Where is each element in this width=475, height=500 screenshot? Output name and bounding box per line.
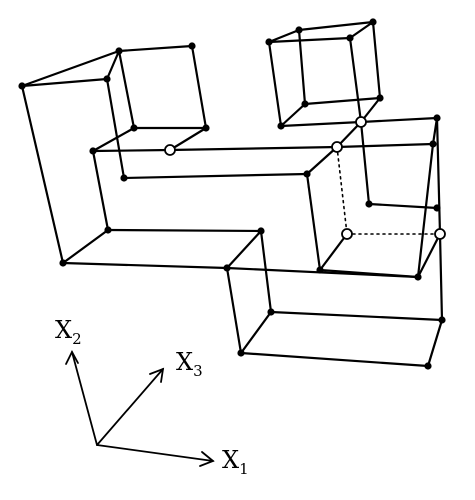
vertex xyxy=(89,147,97,155)
x3-arrowhead xyxy=(149,367,165,383)
vertex xyxy=(414,273,422,281)
x2-arrowhead xyxy=(65,350,79,365)
vertex xyxy=(223,264,231,272)
x1-axis xyxy=(96,444,214,462)
vertex xyxy=(103,75,111,83)
open-vertex xyxy=(331,141,343,153)
x3-axis xyxy=(96,368,164,446)
vertex xyxy=(365,200,373,208)
vertex xyxy=(115,47,123,55)
vertex xyxy=(424,362,432,370)
open-vertex xyxy=(164,144,176,156)
vertex xyxy=(267,308,275,316)
vertex xyxy=(316,266,324,274)
vertex xyxy=(188,42,196,50)
vertex xyxy=(237,349,245,357)
right-box xyxy=(305,116,444,322)
vertex xyxy=(369,18,377,26)
vertex xyxy=(18,82,26,90)
middle-bar xyxy=(122,145,339,180)
top-right-cube xyxy=(267,20,382,128)
open-vertex xyxy=(434,228,446,240)
vertex xyxy=(376,94,384,102)
x3-label: X3 xyxy=(176,348,203,380)
x2-label: X2 xyxy=(55,316,82,348)
open-vertices xyxy=(164,116,446,240)
x1-arrowhead xyxy=(199,451,215,467)
vertex xyxy=(301,100,309,108)
vertex xyxy=(438,316,446,324)
vertex xyxy=(346,34,354,42)
vertex xyxy=(433,204,441,212)
vertex xyxy=(120,174,128,182)
vertex xyxy=(130,124,138,132)
left-box xyxy=(20,44,263,270)
vertex xyxy=(277,122,285,130)
vertex xyxy=(59,259,67,267)
vertex xyxy=(257,227,265,235)
vertex xyxy=(303,170,311,178)
vertex xyxy=(265,38,273,46)
vertex xyxy=(433,114,441,122)
vertex xyxy=(202,124,210,132)
open-vertex xyxy=(341,228,353,240)
x1-label: X1 xyxy=(222,446,249,478)
x2-axis xyxy=(71,351,98,446)
open-vertex xyxy=(355,116,367,128)
vertex xyxy=(104,226,112,234)
coordinate-axes: X1 X2 X3 xyxy=(55,316,249,478)
vertex xyxy=(295,26,303,34)
vertex xyxy=(429,140,437,148)
vertices xyxy=(18,18,446,370)
